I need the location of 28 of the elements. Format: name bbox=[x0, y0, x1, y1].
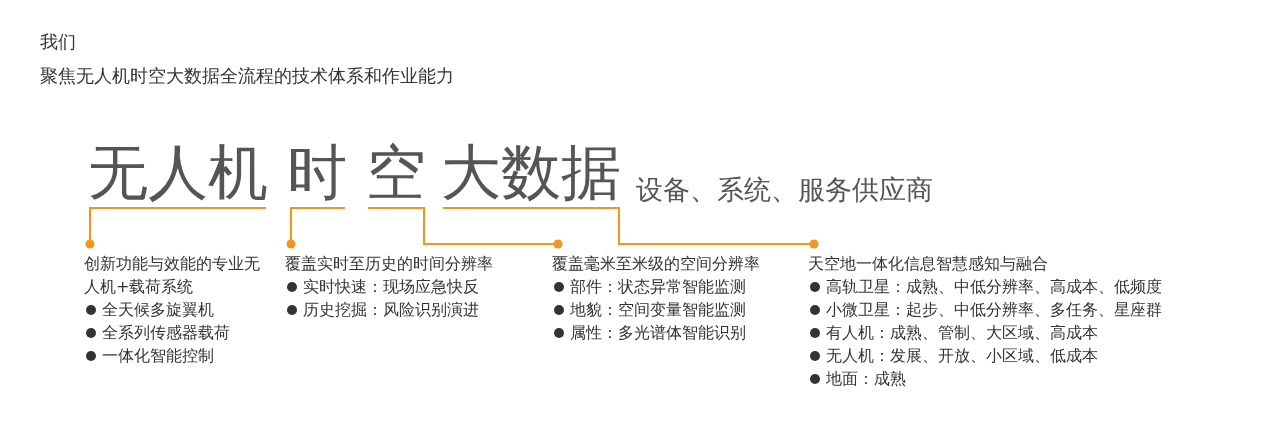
list-item: 有人机：成熟、管制、大区域、高成本 bbox=[826, 323, 1098, 342]
list-item: 属性：多光谱体智能识别 bbox=[570, 323, 746, 342]
list-item: 全系列传感器载荷 bbox=[102, 323, 230, 342]
list-item: 地面：成熟 bbox=[826, 369, 906, 388]
leader-line bbox=[286, 207, 346, 249]
heading-word: 时 bbox=[287, 140, 347, 204]
list-item: 全天候多旋翼机 bbox=[102, 300, 214, 319]
block-heading: 覆盖实时至历史的时间分辨率 bbox=[285, 253, 493, 275]
block-heading: 天空地一体化信息智慧感知与融合 bbox=[808, 253, 1049, 275]
list-item: 历史挖掘：风险识别演进 bbox=[303, 300, 479, 319]
list-item: 实时快速：现场应急快反 bbox=[303, 277, 479, 296]
tagline: 设备、系统、服务供应商 bbox=[636, 173, 933, 207]
list-item: 一体化智能控制 bbox=[102, 346, 214, 365]
leader-line bbox=[85, 207, 267, 249]
block-heading: 创新功能与效能的专业无人机+载荷系统 bbox=[84, 253, 261, 298]
leader-line bbox=[442, 207, 819, 249]
leader-line bbox=[367, 207, 563, 249]
heading-word: 大数据 bbox=[441, 140, 621, 204]
heading-word: 空 bbox=[366, 140, 426, 204]
subtitle: 聚焦无人机时空大数据全流程的技术体系和作业能力 bbox=[40, 64, 454, 88]
heading-word: 无人机 bbox=[88, 140, 268, 204]
list-item: 部件：状态异常智能监测 bbox=[570, 277, 746, 296]
list-item: 无人机：发展、开放、小区域、低成本 bbox=[826, 346, 1098, 365]
block-heading: 覆盖毫米至米级的空间分辨率 bbox=[552, 253, 760, 275]
list-item: 高轨卫星：成熟、中低分辨率、高成本、低频度 bbox=[826, 277, 1162, 296]
list-item: 地貌：空间变量智能监测 bbox=[570, 300, 746, 319]
title: 我们 bbox=[40, 30, 76, 54]
list-item: 小微卫星：起步、中低分辨率、多任务、星座群 bbox=[826, 300, 1162, 319]
